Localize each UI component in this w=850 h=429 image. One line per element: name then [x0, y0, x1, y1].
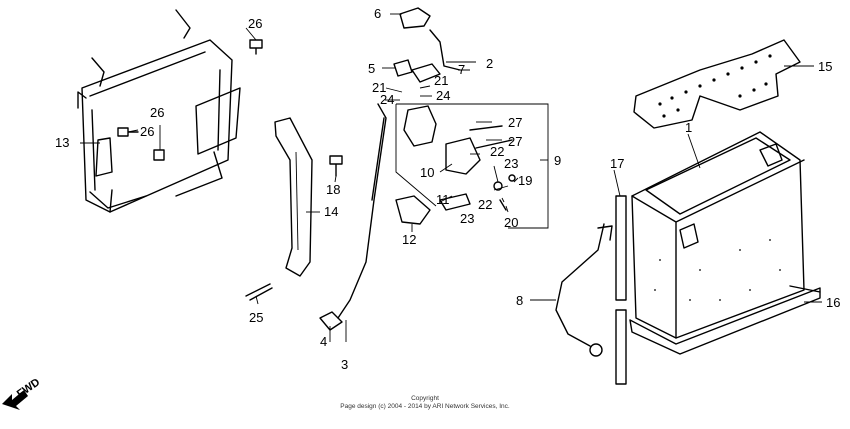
copyright-line-2: Page design (c) 2004 - 2014 by ARI Netwo… — [340, 403, 510, 410]
callout-numbers: 1 2 3 4 5 6 7 8 9 10 11 12 13 14 15 16 1… — [55, 6, 840, 372]
callout-25: 25 — [249, 310, 263, 325]
battery-bracket — [77, 9, 241, 213]
pin-25 — [245, 283, 273, 301]
callout-26a: 26 — [248, 16, 262, 31]
callout-12: 12 — [402, 232, 416, 247]
leader-lines — [80, 13, 822, 342]
callout-24a: 24 — [436, 88, 450, 103]
battery-stay-strap — [274, 117, 313, 277]
ground-cable — [555, 223, 613, 357]
callout-24b: 24 — [380, 92, 394, 107]
rubber-cap-6 — [399, 7, 461, 71]
callout-26c: 26 — [140, 124, 154, 139]
battery-holder-plate — [633, 39, 801, 129]
callout-6: 6 — [374, 6, 381, 21]
callout-22b: 22 — [478, 197, 492, 212]
battery-tray — [629, 285, 821, 355]
bolt-26-low — [153, 149, 165, 161]
callout-9: 9 — [554, 153, 561, 168]
breather-tube — [615, 195, 627, 385]
starter-relay-assembly — [393, 59, 516, 225]
copyright-notice: Copyright Page design (c) 2004 - 2014 by… — [340, 395, 510, 410]
callout-10: 10 — [420, 165, 434, 180]
callout-27a: 27 — [508, 115, 522, 130]
bolt-18 — [329, 155, 343, 177]
callout-11: 11 — [436, 192, 450, 207]
bolt-26-mid — [117, 127, 139, 137]
copyright-line-1: Copyright — [411, 395, 439, 402]
callout-8: 8 — [516, 293, 523, 308]
fwd-label: FWD — [15, 376, 42, 400]
callout-21b: 21 — [372, 80, 386, 95]
callout-17: 17 — [610, 156, 624, 171]
callout-3: 3 — [341, 357, 348, 372]
callout-1: 1 — [685, 120, 692, 135]
callout-15: 15 — [818, 59, 832, 74]
battery — [631, 131, 805, 339]
callout-26b: 26 — [150, 105, 164, 120]
bolt-26-top — [249, 39, 263, 55]
callout-23b: 23 — [460, 211, 474, 226]
callout-5: 5 — [368, 61, 375, 76]
callout-23a: 23 — [504, 156, 518, 171]
callout-19: 19 — [518, 173, 532, 188]
callout-4: 4 — [320, 334, 327, 349]
callout-2: 2 — [486, 56, 493, 71]
callout-18: 18 — [326, 182, 340, 197]
callout-14: 14 — [324, 204, 338, 219]
callout-27b: 27 — [508, 134, 522, 149]
callout-16: 16 — [826, 295, 840, 310]
forward-arrow-icon: FWD — [2, 376, 42, 410]
callout-13: 13 — [55, 135, 69, 150]
callout-7: 7 — [458, 62, 465, 77]
callout-21a: 21 — [434, 73, 448, 88]
callout-20: 20 — [504, 215, 518, 230]
battery-cable-3 — [319, 103, 387, 331]
callout-22a: 22 — [490, 144, 504, 159]
